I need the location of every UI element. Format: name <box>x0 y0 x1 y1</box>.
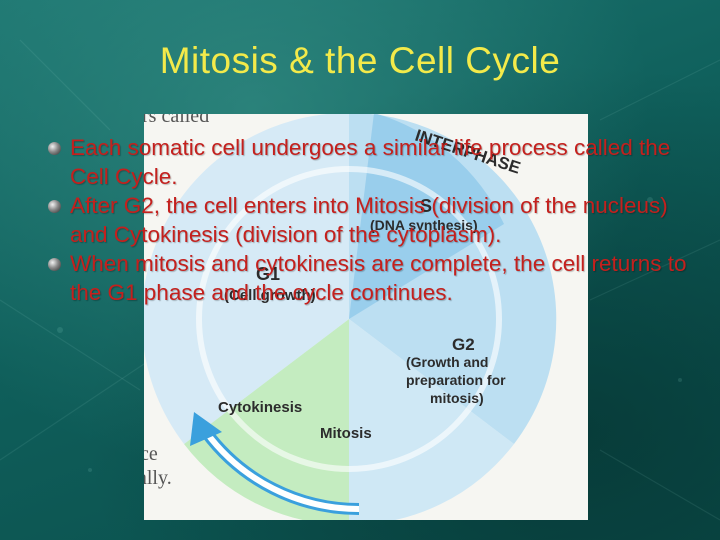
g2-label: G2 <box>452 335 475 354</box>
bullet-text: When mitosis and cytokinesis are complet… <box>70 251 687 305</box>
inner-ring <box>196 166 502 472</box>
figure-text-fragment: ce <box>144 443 158 465</box>
g2-sector <box>349 319 514 520</box>
g1-sector <box>144 114 349 444</box>
bullet-dot-icon <box>48 142 61 155</box>
s-phase-sector <box>349 114 504 319</box>
bullet-list: Each somatic cell undergoes a similar li… <box>48 133 708 307</box>
mitosis-label: Mitosis <box>320 425 372 442</box>
s-phase-label: S <box>420 196 432 216</box>
bullet-item: After G2, the cell enters into Mitosis (… <box>48 191 708 249</box>
bullet-text: Each somatic cell undergoes a similar li… <box>70 135 671 189</box>
bullet-item: Each somatic cell undergoes a similar li… <box>48 133 708 191</box>
cell-cycle-diagram: rs called ce ally. INTERPHASE S (DNA syn… <box>144 114 588 520</box>
g2-description-line3: mitosis) <box>430 390 484 406</box>
mitotic-sector <box>184 319 349 520</box>
g2-description-line1: (Growth and <box>406 354 488 370</box>
figure-text-fragment: ally. <box>144 467 172 489</box>
s-phase-description: (DNA synthesis) <box>370 217 478 233</box>
slide-title: Mitosis & the Cell Cycle <box>159 40 561 81</box>
bullet-dot-icon <box>48 200 61 213</box>
bullet-item: When mitosis and cytokinesis are complet… <box>48 249 708 307</box>
bullet-text: After G2, the cell enters into Mitosis (… <box>70 193 668 247</box>
g1-label: G1 <box>256 264 280 284</box>
g2-description-line2: preparation for <box>406 372 506 388</box>
figure-text-fragment: rs called <box>144 114 209 127</box>
cycle-arrowhead <box>190 412 222 446</box>
cytokinesis-label: Cytokinesis <box>218 399 302 416</box>
bullet-dot-icon <box>48 258 61 271</box>
cycle-arrow-inner <box>203 430 360 513</box>
g1-description: (Cell growth) <box>224 287 316 304</box>
